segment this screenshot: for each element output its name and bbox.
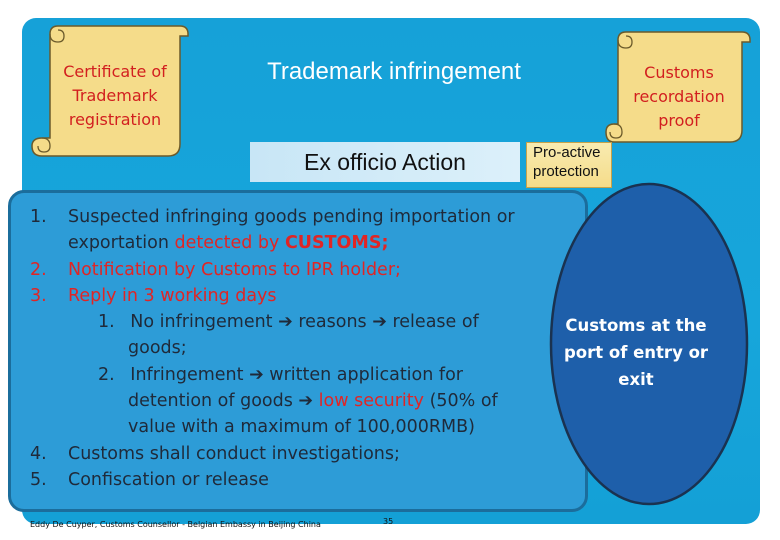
sub-list-continuation: value with a maximum of 100,000RMB): [30, 414, 590, 440]
scroll-left-line1: Certificate of: [63, 62, 167, 81]
list-text: Notification by Customs to IPR holder;: [68, 259, 401, 280]
sub-list-text: value with a maximum of 100,000RMB): [128, 417, 475, 438]
scroll-left-line3: registration: [68, 110, 162, 129]
scroll-right-line3: proof: [658, 111, 700, 130]
list-item: 4. Customs shall conduct investigations;: [30, 441, 590, 467]
sub-list-item: 2. Infringement ➔ written application fo…: [30, 362, 590, 388]
list-item: 1. Suspected infringing goods pending im…: [30, 204, 590, 230]
scroll-right-line1: Customs: [644, 63, 714, 82]
pro-active-line2: protection: [533, 163, 599, 180]
arrow-right-icon: ➔: [249, 364, 264, 385]
sub-list-text-highlight: low security: [318, 391, 424, 412]
oval-line3: exit: [618, 370, 654, 389]
pro-active-label: Pro-active protection: [533, 143, 623, 181]
list-item: 5. Confiscation or release: [30, 467, 590, 493]
ex-officio-bar: [250, 142, 520, 182]
list-item-continuation: exportation detected by CUSTOMS;: [30, 230, 590, 256]
sub-list-text: written application for: [263, 364, 463, 385]
footer-credit: Eddy De Cuyper, Customs Counsellor - Bel…: [30, 520, 321, 529]
scroll-right-line2: recordation: [633, 87, 725, 106]
procedure-list: 1. Suspected infringing goods pending im…: [30, 204, 590, 493]
sub-list-number: 1.: [98, 312, 115, 333]
scroll-right-shape: [605, 31, 751, 143]
arrow-right-icon: ➔: [298, 391, 314, 412]
scroll-left-shape: [31, 25, 189, 157]
sub-list-continuation: goods;: [30, 335, 590, 361]
list-text: Reply in 3 working days: [68, 285, 277, 306]
scroll-left-line2: Trademark: [72, 86, 158, 105]
sub-list-text: detention of goods: [128, 391, 299, 412]
sub-list-text: (50% of: [424, 391, 498, 412]
sub-list-text: Infringement: [130, 364, 250, 385]
sub-list-text: reasons: [292, 312, 373, 333]
customs-oval: [549, 182, 749, 506]
list-number: 4.: [30, 443, 47, 464]
pro-active-line1: Pro-active: [533, 144, 601, 161]
list-number: 3.: [30, 285, 47, 306]
list-item: 3. Reply in 3 working days: [30, 283, 590, 309]
list-number: 5.: [30, 469, 47, 490]
sub-list-text: goods;: [128, 338, 187, 359]
list-text: Suspected infringing goods pending impor…: [68, 207, 515, 227]
sub-list-text: release of: [386, 312, 479, 333]
pro-active-box: [526, 142, 612, 188]
list-number: 1.: [30, 207, 47, 227]
list-text: Customs shall conduct investigations;: [68, 443, 400, 464]
sub-list-continuation: detention of goods ➔ low security (50% o…: [30, 388, 590, 414]
arrow-right-icon: ➔: [372, 312, 387, 333]
procedure-box: [8, 190, 588, 512]
list-text-highlight: detected by: [174, 233, 285, 254]
oval-text: Customs at the port of entry or exit: [556, 312, 716, 393]
page-number: 35: [383, 517, 394, 526]
slide-title: Trademark infringement: [267, 58, 521, 85]
sub-list-number: 2.: [98, 364, 115, 385]
sub-list-item: 1. No infringement ➔ reasons ➔ release o…: [30, 309, 590, 335]
list-number: 2.: [30, 259, 47, 280]
ex-officio-label: Ex officio Action: [304, 149, 466, 175]
scroll-right-text: Customs recordation proof: [614, 61, 744, 133]
list-text: exportation: [68, 233, 175, 254]
arrow-right-icon: ➔: [278, 312, 293, 333]
sub-list-text: No infringement: [130, 312, 279, 333]
scroll-left-text: Certificate of Trademark registration: [50, 60, 180, 132]
oval-line2: port of entry or: [563, 343, 709, 362]
list-text: Confiscation or release: [68, 469, 269, 490]
list-text-emphasis: CUSTOMS;: [284, 233, 389, 254]
oval-line1: Customs at the: [565, 316, 707, 335]
list-item: 2. Notification by Customs to IPR holder…: [30, 257, 590, 283]
